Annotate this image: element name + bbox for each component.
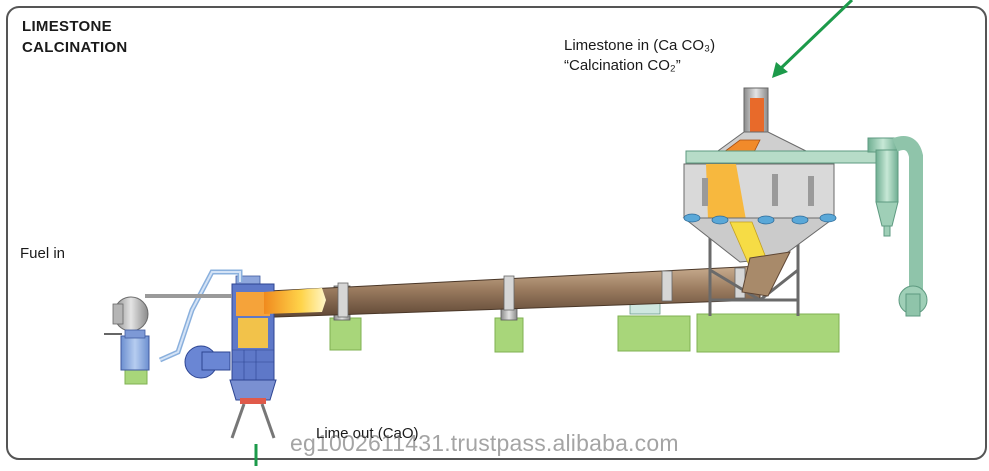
preheater-vessel — [682, 87, 837, 297]
kiln-supports — [124, 313, 840, 385]
calcination-co2-label: “Calcination CO₂” — [564, 57, 681, 74]
burner-flame — [264, 288, 326, 314]
limestone-arrow-line — [777, 0, 854, 72]
limestone-in-label: Limestone in (Ca CO₃) — [564, 37, 716, 54]
exhaust-cyclone — [685, 136, 928, 317]
fuel-in-label: Fuel in — [20, 245, 66, 262]
fuel-pipes — [145, 269, 243, 363]
diagram-title-line2: CALCINATION — [22, 39, 128, 56]
fuel-feeder — [104, 296, 150, 371]
watermark-text: eg1002611431.trustpass.alibaba.com — [290, 430, 679, 456]
frame-border — [6, 6, 987, 460]
burner-hood — [184, 275, 277, 439]
diagram-title-line1: LIMESTONE — [22, 18, 112, 35]
preheater-nozzles — [683, 213, 837, 225]
lime-out-label: Lime out (CaO) — [316, 425, 419, 442]
limestone-arrow-head — [772, 62, 788, 78]
preheater-frame — [708, 224, 800, 316]
